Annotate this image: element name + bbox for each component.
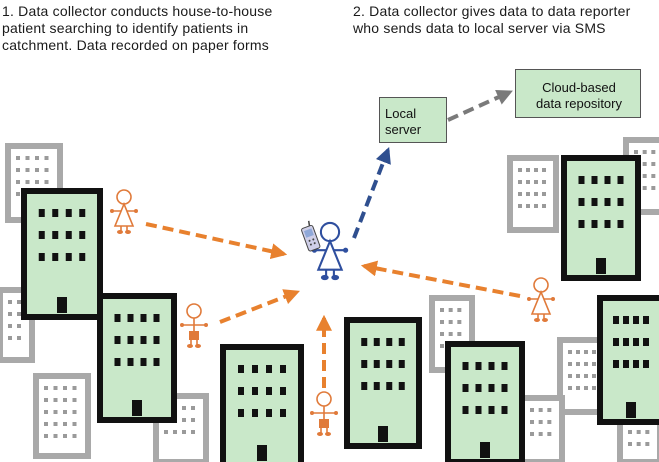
person-icon (527, 277, 555, 322)
caption-line: catchment. Data recorded on paper forms (2, 37, 269, 53)
local-server-box: Local server (379, 97, 447, 143)
caption-line: patient searching to identify patients i… (2, 20, 249, 36)
arrow-collector-topleft-to-reporter (145, 222, 288, 260)
people (110, 189, 555, 436)
person-icon (180, 303, 208, 348)
person-icon (311, 221, 349, 281)
building-icon (220, 344, 304, 462)
building-icon (519, 395, 565, 462)
building-icon (33, 373, 91, 459)
arrow-collector-right-to-reporter (360, 260, 521, 298)
arrow-collector-left-to-reporter (219, 289, 300, 324)
cloud-repository-label: data repository (536, 96, 622, 111)
caption-line: who sends data to local server via SMS (353, 20, 606, 36)
caption-line: 1. Data collector conducts house-to-hous… (2, 3, 273, 19)
mobile-phone-icon (301, 220, 321, 252)
building-icon (597, 295, 659, 425)
local-server-label: server (385, 122, 422, 137)
foreground-buildings (21, 155, 659, 462)
building-icon (617, 417, 659, 462)
caption-line: 2. Data collector gives data to data rep… (353, 3, 631, 19)
background-buildings (0, 137, 659, 462)
building-icon (344, 317, 422, 449)
building-icon (561, 155, 641, 281)
step2-caption: 2. Data collector gives data to data rep… (353, 3, 659, 37)
local-server-label: Local (385, 106, 417, 121)
building-icon (21, 188, 103, 320)
step1-caption: 1. Data collector conducts house-to-hous… (2, 3, 317, 54)
collector-arrows (145, 222, 521, 388)
building-icon (507, 155, 559, 233)
building-icon (445, 341, 525, 462)
arrow-local-to-cloud (447, 89, 513, 122)
sms-arrow-to-local-server (352, 147, 391, 239)
person-icon (110, 189, 138, 234)
cloud-repository-box: Cloud-based data repository (515, 69, 641, 118)
person-icon (310, 391, 338, 436)
cloud-repository-label: Cloud-based (542, 80, 616, 95)
building-icon (97, 293, 177, 423)
